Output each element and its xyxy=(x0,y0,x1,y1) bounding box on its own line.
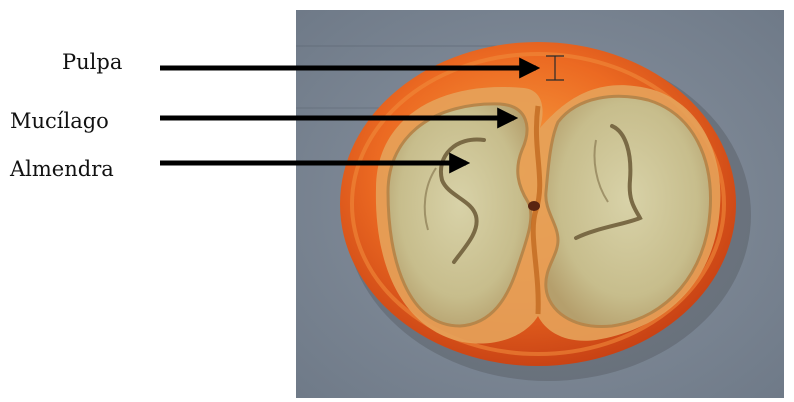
coffee-cherry-diagram: Pulpa Mucílago Almendra xyxy=(0,0,794,402)
arrows-layer xyxy=(0,0,794,402)
